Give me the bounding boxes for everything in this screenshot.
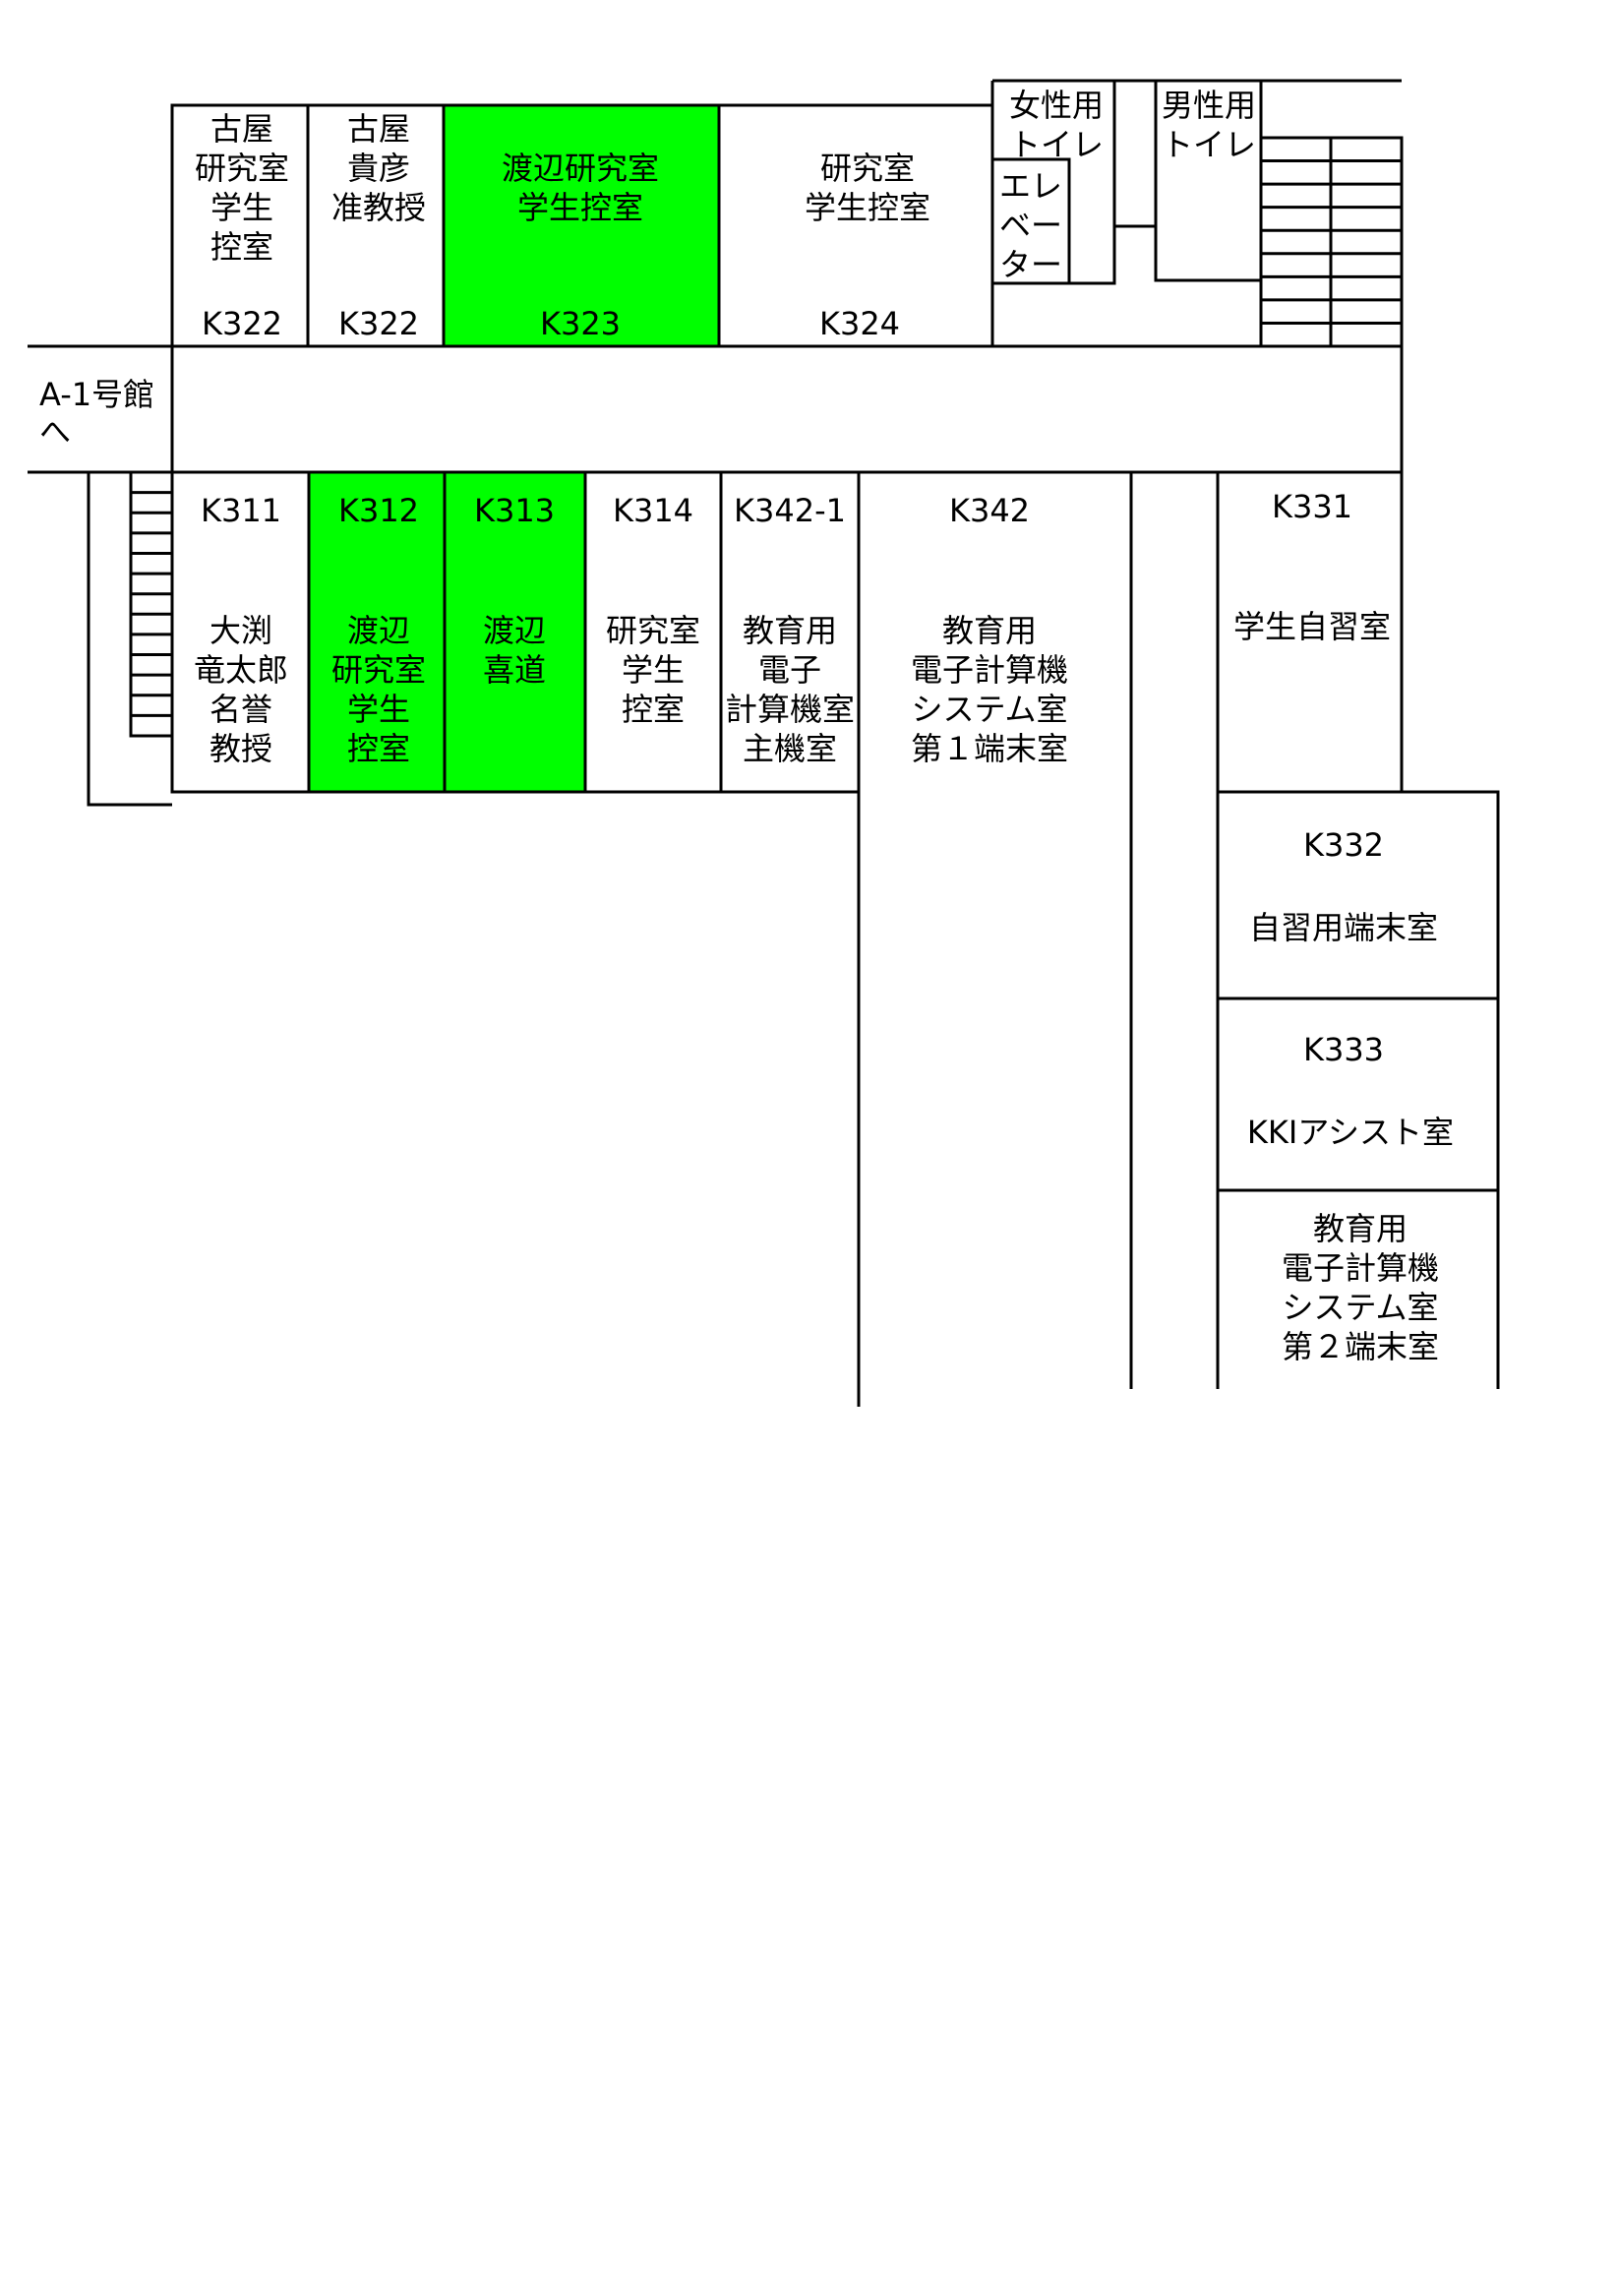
k322-student-label-line-1: 古屋 [210, 110, 273, 148]
k322-associate-label-line-3: 准教授 [331, 189, 426, 226]
womens-restroom-label-line-1: 女性用 [1009, 87, 1104, 124]
to-a1-building-label-line-2: へ [39, 413, 71, 451]
k314-room-number: K314 [613, 492, 693, 529]
k342-label-line-1: 教育用 [942, 612, 1037, 649]
room-k333 [1216, 997, 1500, 1192]
k322-associate-label-line-2: 貴彦 [347, 150, 410, 187]
k322-student-label-line-3: 学生 [210, 189, 273, 226]
k311-label-line-4: 教授 [210, 730, 272, 767]
mens-restroom-label-line-2: トイレ [1162, 126, 1256, 163]
terminal-room-2-label-line-1: 教育用 [1313, 1210, 1408, 1247]
k333-room-number: K333 [1303, 1031, 1384, 1068]
k314-label-line-2: 学生 [622, 651, 685, 689]
terminal-room-2-walls [1216, 1190, 1500, 1389]
k311-label-line-1: 大渕 [210, 612, 272, 649]
k323-label-line-1: 渡辺研究室 [502, 150, 659, 187]
room-k322-furuya-associate [306, 103, 446, 348]
k323-label-line-2: 学生控室 [517, 189, 643, 226]
k324-label-line-1: 研究室 [820, 150, 915, 187]
k323-room-number: K323 [540, 305, 621, 342]
room-k312 [307, 470, 447, 794]
k342-1-label-line-4: 主機室 [743, 730, 837, 767]
room-k342-1 [719, 470, 861, 794]
room-k322-furuya-student [170, 103, 310, 348]
k342-label-line-2: 電子計算機 [911, 651, 1068, 689]
k342-1-room-number: K342-1 [734, 492, 846, 529]
k312-label-line-1: 渡辺 [347, 612, 410, 649]
k331-label: 学生自習室 [1233, 608, 1391, 645]
elevator-box [990, 157, 1071, 285]
k322-associate-room-number: K322 [338, 305, 419, 342]
k331-room-number: K331 [1272, 488, 1352, 525]
terminal-room-2-label-line-3: システム室 [1282, 1289, 1438, 1326]
k342-1-label-line-1: 教育用 [743, 612, 837, 649]
k342-label-line-4: 第１端末室 [911, 730, 1068, 767]
k313-label-line-1: 渡辺 [483, 612, 546, 649]
k313-room-number: K313 [474, 492, 555, 529]
k342-label-line-3: システム室 [911, 691, 1067, 728]
terminal-room-2-label-line-4: 第２端末室 [1282, 1328, 1439, 1365]
k312-label-line-3: 学生 [347, 691, 410, 728]
k342-1-label-line-3: 計算機室 [725, 691, 855, 728]
k324-room-number: K324 [819, 305, 900, 342]
k312-label-line-2: 研究室 [331, 651, 426, 689]
k332-room-number: K332 [1303, 826, 1384, 864]
to-a1-building-label-line-1: A-1号館 [39, 376, 154, 413]
k311-label-line-2: 竜太郎 [194, 651, 288, 689]
k311-room-number: K311 [201, 492, 281, 529]
elevator-label-line-3: ター [999, 246, 1062, 283]
k313-label-line-2: 喜道 [483, 651, 546, 689]
corridor-walls [28, 344, 1404, 474]
k314-label-line-1: 研究室 [606, 612, 700, 649]
mens-restroom-label-line-1: 男性用 [1162, 87, 1256, 124]
room-k342-walls [857, 472, 1133, 1407]
k322-student-label-line-4: 控室 [210, 228, 273, 266]
k314-label-line-3: 控室 [622, 691, 685, 728]
elevator-label-line-1: エレ [999, 167, 1062, 205]
womens-restroom-label-line-2: トイレ [1009, 126, 1104, 163]
k322-student-room-number: K322 [202, 305, 282, 342]
k342-room-number: K342 [949, 492, 1030, 529]
k333-label: KKIアシスト室 [1247, 1114, 1454, 1151]
room-k313 [443, 470, 587, 794]
k332-label: 自習用端末室 [1249, 909, 1438, 946]
k322-associate-label-line-1: 古屋 [347, 110, 410, 148]
k312-room-number: K312 [338, 492, 419, 529]
k342-1-label-line-2: 電子 [758, 651, 821, 689]
room-k324-student [717, 103, 994, 348]
room-k332 [1216, 790, 1500, 1000]
terminal-room-2-label-line-2: 電子計算機 [1282, 1249, 1439, 1287]
room-k323-watanabe-student [442, 103, 721, 348]
k322-student-label-line-2: 研究室 [195, 150, 289, 187]
k312-label-line-4: 控室 [347, 730, 410, 767]
k324-label-line-2: 学生控室 [805, 189, 930, 226]
k311-label-line-3: 名誉 [210, 691, 272, 728]
room-k314 [583, 470, 723, 794]
left-stairs [87, 470, 174, 807]
room-k311 [170, 470, 311, 794]
upper-stairs [1259, 136, 1404, 348]
elevator-label-line-2: ベー [999, 207, 1062, 244]
